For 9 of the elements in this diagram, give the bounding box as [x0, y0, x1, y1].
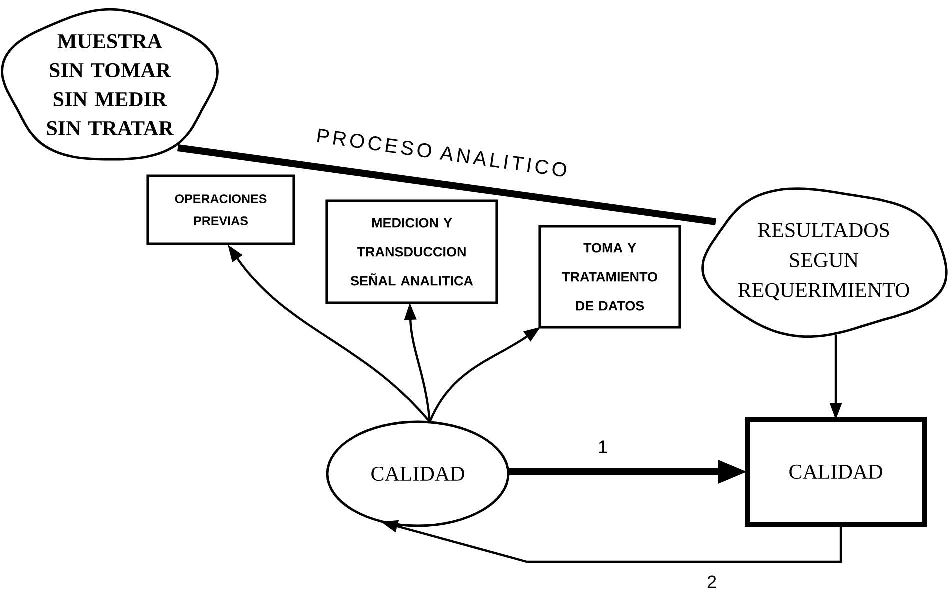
edge-label: 1 — [599, 440, 608, 454]
connector-line — [178, 144, 716, 226]
result-box: CALIDAD — [745, 417, 928, 527]
edge-label: 2 — [708, 576, 716, 588]
edge-label: PROCESO ANALITICO — [317, 128, 566, 177]
ellipse-node: CALIDAD — [326, 420, 510, 528]
process-box: MEDICION Y TRANSDUCCION SEÑAL ANALITICA — [326, 200, 498, 304]
process-box: TOMA Y TRATAMIENTO DE DATOS — [538, 225, 682, 329]
process-box: OPERACIONES PREVIAS — [146, 174, 296, 246]
